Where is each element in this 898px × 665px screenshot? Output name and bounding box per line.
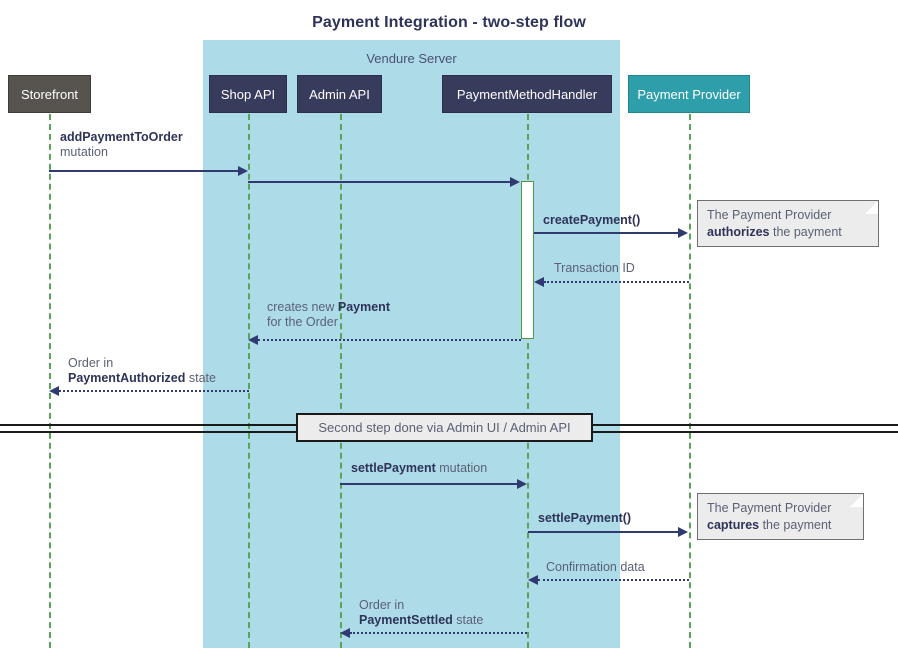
lifeline-payment-method-handler xyxy=(527,114,529,648)
note-authorizes: The Payment Provider authorizes the paym… xyxy=(697,200,879,247)
lifeline-storefront xyxy=(49,114,51,648)
message-label-settle-payment-mutation: settlePayment mutation xyxy=(351,461,487,476)
message-label-add-payment-to-order: addPaymentToOrder mutation xyxy=(60,130,183,160)
divider-label-box: Second step done via Admin UI / Admin AP… xyxy=(296,413,593,442)
participant-payment-method-handler[interactable]: PaymentMethodHandler xyxy=(442,75,612,113)
note-line-1: The Payment Provider xyxy=(707,501,832,515)
arrow-head-right xyxy=(238,166,248,176)
message-label-plain-2: for the Order xyxy=(267,315,338,329)
message-label-plain: Order in xyxy=(68,356,114,370)
note-line-2: captures the payment xyxy=(707,517,854,534)
arrow-head-left xyxy=(248,335,258,345)
message-line-add-payment-to-order xyxy=(49,170,239,172)
note-fold-icon xyxy=(865,201,878,214)
message-label-plain-2: state xyxy=(185,371,216,385)
participant-label: Shop API xyxy=(220,86,276,102)
message-label-bold: PaymentSettled xyxy=(359,613,453,627)
message-label-plain: Order in xyxy=(359,598,405,612)
message-label-bold: settlePayment xyxy=(351,461,436,475)
note-captures: The Payment Provider captures the paymen… xyxy=(697,493,864,540)
message-line-shop-api-to-handler xyxy=(248,181,510,183)
lifeline-shop-api xyxy=(248,114,250,648)
message-line-creates-new-payment xyxy=(258,339,521,341)
participant-label: PaymentMethodHandler xyxy=(456,86,598,102)
message-label-plain: mutation xyxy=(60,145,108,159)
message-label-plain: mutation xyxy=(435,461,488,475)
note-bold: captures xyxy=(707,518,760,532)
message-label-plain: Confirmation data xyxy=(546,560,645,574)
message-label-transaction-id: Transaction ID xyxy=(554,261,635,276)
participant-shop-api[interactable]: Shop API xyxy=(209,75,287,113)
message-label-settle-payment-call: settlePayment() xyxy=(538,511,631,526)
message-label-bold: addPaymentToOrder xyxy=(60,130,183,144)
message-label-confirmation-data: Confirmation data xyxy=(546,560,645,575)
message-line-confirmation-data xyxy=(538,579,689,581)
arrow-head-right xyxy=(678,228,688,238)
arrow-head-left xyxy=(49,386,59,396)
message-label-bold: createPayment() xyxy=(543,213,641,227)
participant-label: Storefront xyxy=(20,86,79,102)
arrow-head-left xyxy=(534,277,544,287)
participant-payment-provider[interactable]: Payment Provider xyxy=(628,75,750,113)
message-line-order-payment-authorized xyxy=(59,390,249,392)
arrow-head-right xyxy=(517,479,527,489)
note-line-2: authorizes the payment xyxy=(707,224,869,241)
message-label-plain: Transaction ID xyxy=(554,261,635,275)
message-label-bold: PaymentAuthorized xyxy=(68,371,186,385)
participant-admin-api[interactable]: Admin API xyxy=(297,75,382,113)
message-label-creates-new-payment: creates new Payment for the Order xyxy=(267,300,390,330)
arrow-head-right xyxy=(678,527,688,537)
message-label-order-payment-settled: Order in PaymentSettled state xyxy=(359,598,483,628)
message-label-plain: creates new xyxy=(267,300,338,314)
note-fold-icon xyxy=(850,494,863,507)
participant-label: Payment Provider xyxy=(637,86,741,102)
activation-bar-payment-method-handler xyxy=(521,181,534,339)
note-plain: the payment xyxy=(769,225,842,239)
lifeline-admin-api xyxy=(340,114,342,648)
group-label: Vendure Server xyxy=(366,51,457,66)
message-label-bold: Payment xyxy=(337,300,390,314)
lifeline-payment-provider xyxy=(689,114,691,648)
group-box-vendure-server xyxy=(203,40,620,648)
participant-storefront[interactable]: Storefront xyxy=(8,75,91,113)
message-line-settle-payment-call xyxy=(528,531,678,533)
message-line-settle-payment-mutation xyxy=(340,483,517,485)
message-line-transaction-id xyxy=(544,281,689,283)
arrow-head-left xyxy=(340,628,350,638)
arrow-head-right xyxy=(510,177,520,187)
message-line-order-payment-settled xyxy=(350,632,527,634)
message-label-plain-2: state xyxy=(452,613,484,627)
divider-label: Second step done via Admin UI / Admin AP… xyxy=(318,420,571,435)
message-label-create-payment: createPayment() xyxy=(543,213,640,228)
message-label-order-payment-authorized: Order in PaymentAuthorized state xyxy=(68,356,216,386)
participant-label: Admin API xyxy=(309,86,370,102)
note-line-1: The Payment Provider xyxy=(707,208,832,222)
message-line-create-payment xyxy=(534,232,678,234)
note-bold: authorizes xyxy=(707,225,770,239)
page-title: Payment Integration - two-step flow xyxy=(312,14,586,31)
note-plain: the payment xyxy=(759,518,832,532)
arrow-head-left xyxy=(528,575,538,585)
message-label-bold: settlePayment() xyxy=(538,511,632,525)
